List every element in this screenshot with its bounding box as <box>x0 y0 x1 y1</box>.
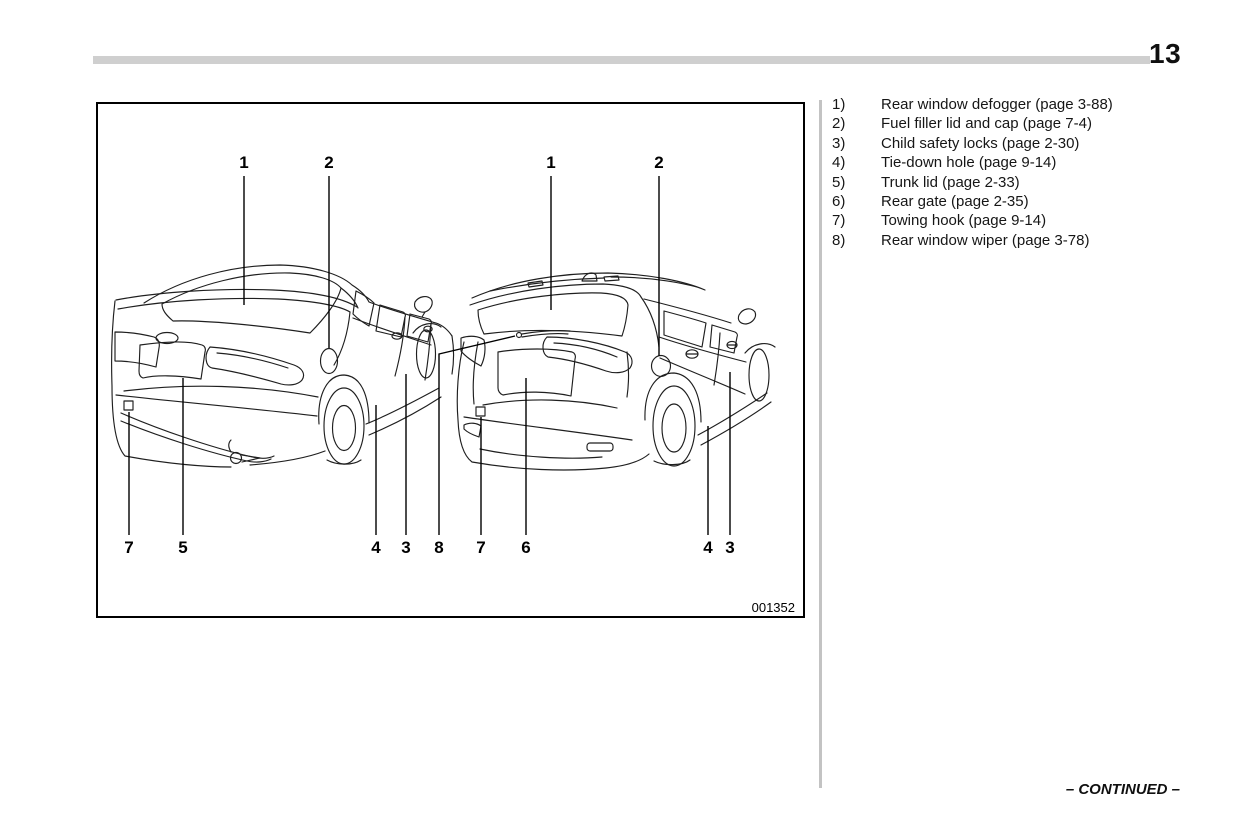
hatchback-taillight-right <box>542 336 633 374</box>
legend-item-number: 2) <box>832 115 846 133</box>
bumper-reflector <box>586 442 614 452</box>
legend-item: 6) Rear gate (page 2-35) <box>832 192 1113 211</box>
sedan-callouts: 1 2 7 5 4 3 <box>124 153 410 557</box>
vehicle-rear-views-figure: 1 2 7 5 4 3 1 2 8 7 6 4 3 <box>111 153 795 615</box>
legend-item-label: Rear gate (page 2-35) <box>881 193 1029 211</box>
figure-code: 001352 <box>752 600 795 615</box>
legend-item: 3) Child safety locks (page 2-30) <box>832 134 1113 153</box>
callout-label-hatch-2: 2 <box>654 153 663 172</box>
sedan-towing-hook-cover <box>123 400 134 411</box>
callout-label-hatch-1: 1 <box>546 153 555 172</box>
legend-item-label: Trunk lid (page 2-33) <box>881 173 1020 191</box>
hatchback-taillight-left <box>460 335 486 367</box>
roof-rail-crossbar <box>527 280 544 288</box>
hatchback-mirror <box>737 308 757 325</box>
legend-item-number: 8) <box>832 231 846 249</box>
header-rule <box>93 56 1150 64</box>
legend-item-number: 5) <box>832 173 846 191</box>
sedan-fuel-lid <box>319 347 339 375</box>
callout-label-sedan-4: 4 <box>371 538 381 557</box>
sedan-mirror <box>413 296 433 313</box>
legend-item: 7) Towing hook (page 9-14) <box>832 211 1113 230</box>
callout-label-sedan-7: 7 <box>124 538 133 557</box>
legend-item-label: Child safety locks (page 2-30) <box>881 134 1080 152</box>
sedan-illustration <box>111 264 455 468</box>
page-number: 13 <box>1149 38 1182 69</box>
callout-label-hatch-3: 3 <box>725 538 734 557</box>
callout-label-hatch-4: 4 <box>703 538 713 557</box>
hatchback-rear-wheel-arch <box>644 372 702 423</box>
hatchback-towing-hook-cover <box>475 406 486 417</box>
sedan-taillight-right <box>205 346 305 386</box>
legend-item-number: 4) <box>832 154 846 172</box>
hatchback-callouts: 1 2 8 7 6 4 3 <box>434 153 734 557</box>
legend-item: 1) Rear window defogger (page 3-88) <box>832 95 1113 114</box>
legend-item: 8) Rear window wiper (page 3-78) <box>832 231 1113 250</box>
callout-label-sedan-2: 2 <box>324 153 333 172</box>
callout-legend-list: 1) Rear window defogger (page 3-88) 2) F… <box>832 95 1113 250</box>
legend-item-number: 7) <box>832 212 846 230</box>
legend-item: 5) Trunk lid (page 2-33) <box>832 173 1113 192</box>
sedan-exhaust <box>229 451 243 465</box>
legend-item-label: Fuel filler lid and cap (page 7-4) <box>881 115 1092 133</box>
callout-label-hatch-6: 6 <box>521 538 530 557</box>
legend-item: 4) Tie-down hole (page 9-14) <box>832 153 1113 172</box>
hatchback-license-recess <box>497 348 576 397</box>
rear-wiper-blade <box>521 330 571 335</box>
callout-label-hatch-7: 7 <box>476 538 485 557</box>
callout-label-sedan-3: 3 <box>401 538 410 557</box>
sedan-taillight-left <box>114 331 160 368</box>
column-divider-rule <box>819 100 822 788</box>
legend-item-label: Towing hook (page 9-14) <box>881 212 1047 230</box>
legend-item-number: 6) <box>832 193 846 211</box>
callout-label-hatch-8: 8 <box>434 538 443 557</box>
legend-item-label: Tie-down hole (page 9-14) <box>881 154 1057 172</box>
sedan-license-recess <box>138 341 206 380</box>
antenna-fin <box>581 272 598 282</box>
callout-label-sedan-5: 5 <box>178 538 187 557</box>
hatchback-rear-window <box>477 292 629 337</box>
legend-item: 2) Fuel filler lid and cap (page 7-4) <box>832 114 1113 133</box>
legend-item-label: Rear window defogger (page 3-88) <box>881 96 1113 113</box>
sedan-rear-wheel-arch <box>318 374 370 425</box>
hatchback-illustration <box>456 272 776 471</box>
legend-item-label: Rear window wiper (page 3-78) <box>881 231 1090 249</box>
continued-marker: – CONTINUED – <box>1065 781 1180 798</box>
hatchback-fuel-lid <box>650 354 672 378</box>
roof-rail-crossbar <box>603 275 620 282</box>
vehicle-figure-box: 1 2 7 5 4 3 1 2 8 7 6 4 3 <box>96 102 805 618</box>
legend-item-number: 1) <box>832 96 846 113</box>
rear-wiper-pivot <box>515 331 523 339</box>
callout-label-sedan-1: 1 <box>239 153 248 172</box>
legend-item-number: 3) <box>832 134 846 152</box>
